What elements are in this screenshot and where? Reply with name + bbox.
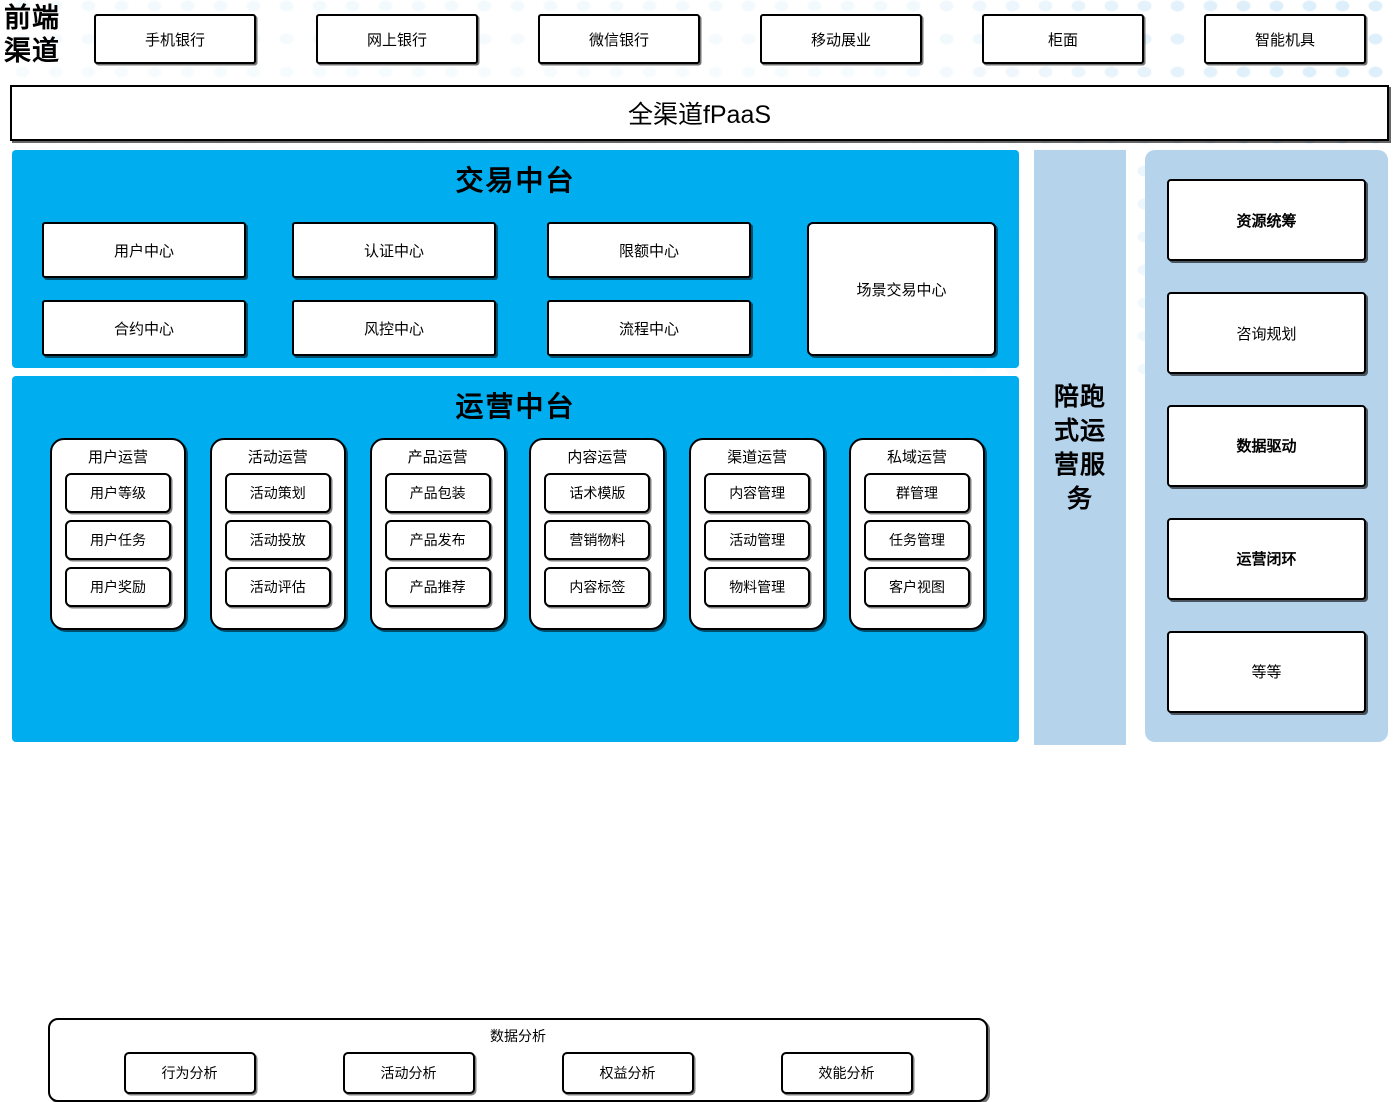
trade-cell-limit-center[interactable]: 限额中心	[547, 222, 751, 278]
ops-column-title: 渠道运营	[727, 449, 788, 466]
operations-middle-platform-panel: 运营中台 用户运营 用户等级 用户任务 用户奖励 活动运营 活动策划 活动投放 …	[12, 376, 1019, 1102]
service-card-data-driven[interactable]: 数据驱动	[1167, 404, 1366, 487]
accompany-operation-service-column: 陪跑 式运 营服 务	[1034, 150, 1126, 745]
channel-box-wechat-bank[interactable]: 微信银行	[538, 14, 700, 64]
ops-column-product-operations[interactable]: 产品运营 产品包装 产品发布 产品推荐	[369, 438, 506, 630]
ops-item-activity-management[interactable]: 活动管理	[704, 520, 811, 560]
service-capability-panel: 资源统筹 咨询规划 数据驱动 运营闭环 等等	[1145, 150, 1388, 742]
data-analysis-strip: 数据分析 行为分析 活动分析 权益分析 效能分析	[48, 1018, 988, 1102]
channel-label-line1: 前端	[4, 3, 60, 33]
omnichannel-fpaas-bar[interactable]: 全渠道fPaaS	[10, 85, 1389, 141]
data-item-rights-analysis[interactable]: 权益分析	[561, 1052, 694, 1094]
ops-item-customer-view[interactable]: 客户视图	[863, 567, 970, 607]
channel-label-line2: 渠道	[4, 36, 60, 66]
ops-item-product-packaging[interactable]: 产品包装	[384, 473, 491, 513]
ops-item-user-level[interactable]: 用户等级	[65, 473, 171, 513]
accompany-line-4: 务	[1066, 484, 1093, 513]
trade-platform-title: 交易中台	[455, 165, 576, 196]
ops-item-activity-evaluation[interactable]: 活动评估	[224, 567, 331, 607]
ops-column-user-operations[interactable]: 用户运营 用户等级 用户任务 用户奖励	[50, 438, 186, 630]
trade-cell-scenario-transaction-center[interactable]: 场景交易中心	[807, 222, 996, 356]
data-item-behavior-analysis[interactable]: 行为分析	[123, 1052, 256, 1094]
accompany-line-3: 营服	[1053, 450, 1106, 479]
ops-item-script-template[interactable]: 话术模版	[544, 473, 651, 513]
operations-platform-title: 运营中台	[455, 391, 576, 422]
channel-row: 手机银行 网上银行 微信银行 移动展业 柜面 智能机具	[94, 14, 1389, 64]
trade-cell-user-center[interactable]: 用户中心	[42, 222, 246, 278]
service-card-operation-closed-loop[interactable]: 运营闭环	[1167, 517, 1366, 600]
ops-column-content-operations[interactable]: 内容运营 话术模版 营销物料 内容标签	[529, 438, 666, 630]
channel-box-mobile-business[interactable]: 移动展业	[760, 14, 922, 64]
ops-item-task-management[interactable]: 任务管理	[863, 520, 970, 560]
operations-columns: 用户运营 用户等级 用户任务 用户奖励 活动运营 活动策划 活动投放 活动评估 …	[50, 438, 985, 630]
channel-box-counter[interactable]: 柜面	[982, 14, 1144, 64]
ops-item-activity-delivery[interactable]: 活动投放	[224, 520, 331, 560]
ops-column-title: 内容运营	[567, 449, 628, 466]
channel-box-online-bank[interactable]: 网上银行	[316, 14, 478, 64]
ops-item-user-reward[interactable]: 用户奖励	[65, 567, 171, 607]
service-card-resource-coordination[interactable]: 资源统筹	[1167, 179, 1366, 262]
ops-column-title: 私域运营	[886, 449, 947, 466]
trade-platform-grid: 用户中心 认证中心 限额中心 合约中心 风控中心 流程中心 场景交易中心	[42, 222, 996, 356]
data-analysis-items: 行为分析 活动分析 权益分析 效能分析	[50, 1046, 986, 1094]
accompany-operation-service-label: 陪跑 式运 营服 务	[1048, 380, 1112, 516]
accompany-line-1: 陪跑	[1053, 382, 1106, 411]
channel-box-mobile-bank[interactable]: 手机银行	[94, 14, 256, 64]
ops-column-title: 活动运营	[247, 449, 308, 466]
service-card-consulting-planning[interactable]: 咨询规划	[1167, 292, 1366, 375]
data-item-activity-analysis[interactable]: 活动分析	[342, 1052, 475, 1094]
ops-column-channel-operations[interactable]: 渠道运营 内容管理 活动管理 物料管理	[689, 438, 826, 630]
ops-column-private-domain-operations[interactable]: 私域运营 群管理 任务管理 客户视图	[848, 438, 985, 630]
accompany-line-2: 式运	[1053, 416, 1106, 445]
ops-column-title: 产品运营	[407, 449, 468, 466]
ops-item-content-tag[interactable]: 内容标签	[544, 567, 651, 607]
ops-item-activity-planning[interactable]: 活动策划	[224, 473, 331, 513]
ops-column-activity-operations[interactable]: 活动运营 活动策划 活动投放 活动评估	[209, 438, 346, 630]
ops-column-title: 用户运营	[87, 449, 148, 466]
data-item-efficiency-analysis[interactable]: 效能分析	[780, 1052, 913, 1094]
trade-cell-process-center[interactable]: 流程中心	[547, 300, 751, 356]
data-analysis-title: 数据分析	[490, 1028, 546, 1044]
ops-item-product-release[interactable]: 产品发布	[384, 520, 491, 560]
front-end-channel-label: 前端 渠道	[4, 2, 90, 72]
ops-item-user-task[interactable]: 用户任务	[65, 520, 171, 560]
architecture-diagram: 前端 渠道 手机银行 网上银行 微信银行 移动展业 柜面 智能机具 全渠道fPa…	[4, 2, 1389, 1102]
ops-item-group-management[interactable]: 群管理	[863, 473, 970, 513]
trade-cell-auth-center[interactable]: 认证中心	[292, 222, 496, 278]
ops-item-content-management[interactable]: 内容管理	[704, 473, 811, 513]
channel-box-smart-machine[interactable]: 智能机具	[1204, 14, 1366, 64]
trade-cell-risk-center[interactable]: 风控中心	[292, 300, 496, 356]
ops-item-product-recommendation[interactable]: 产品推荐	[384, 567, 491, 607]
ops-item-marketing-material[interactable]: 营销物料	[544, 520, 651, 560]
trade-middle-platform-panel: 交易中台 用户中心 认证中心 限额中心 合约中心 风控中心 流程中心 场景交易中…	[12, 150, 1019, 368]
service-card-etc[interactable]: 等等	[1167, 630, 1366, 713]
trade-cell-contract-center[interactable]: 合约中心	[42, 300, 246, 356]
ops-item-material-management[interactable]: 物料管理	[704, 567, 811, 607]
